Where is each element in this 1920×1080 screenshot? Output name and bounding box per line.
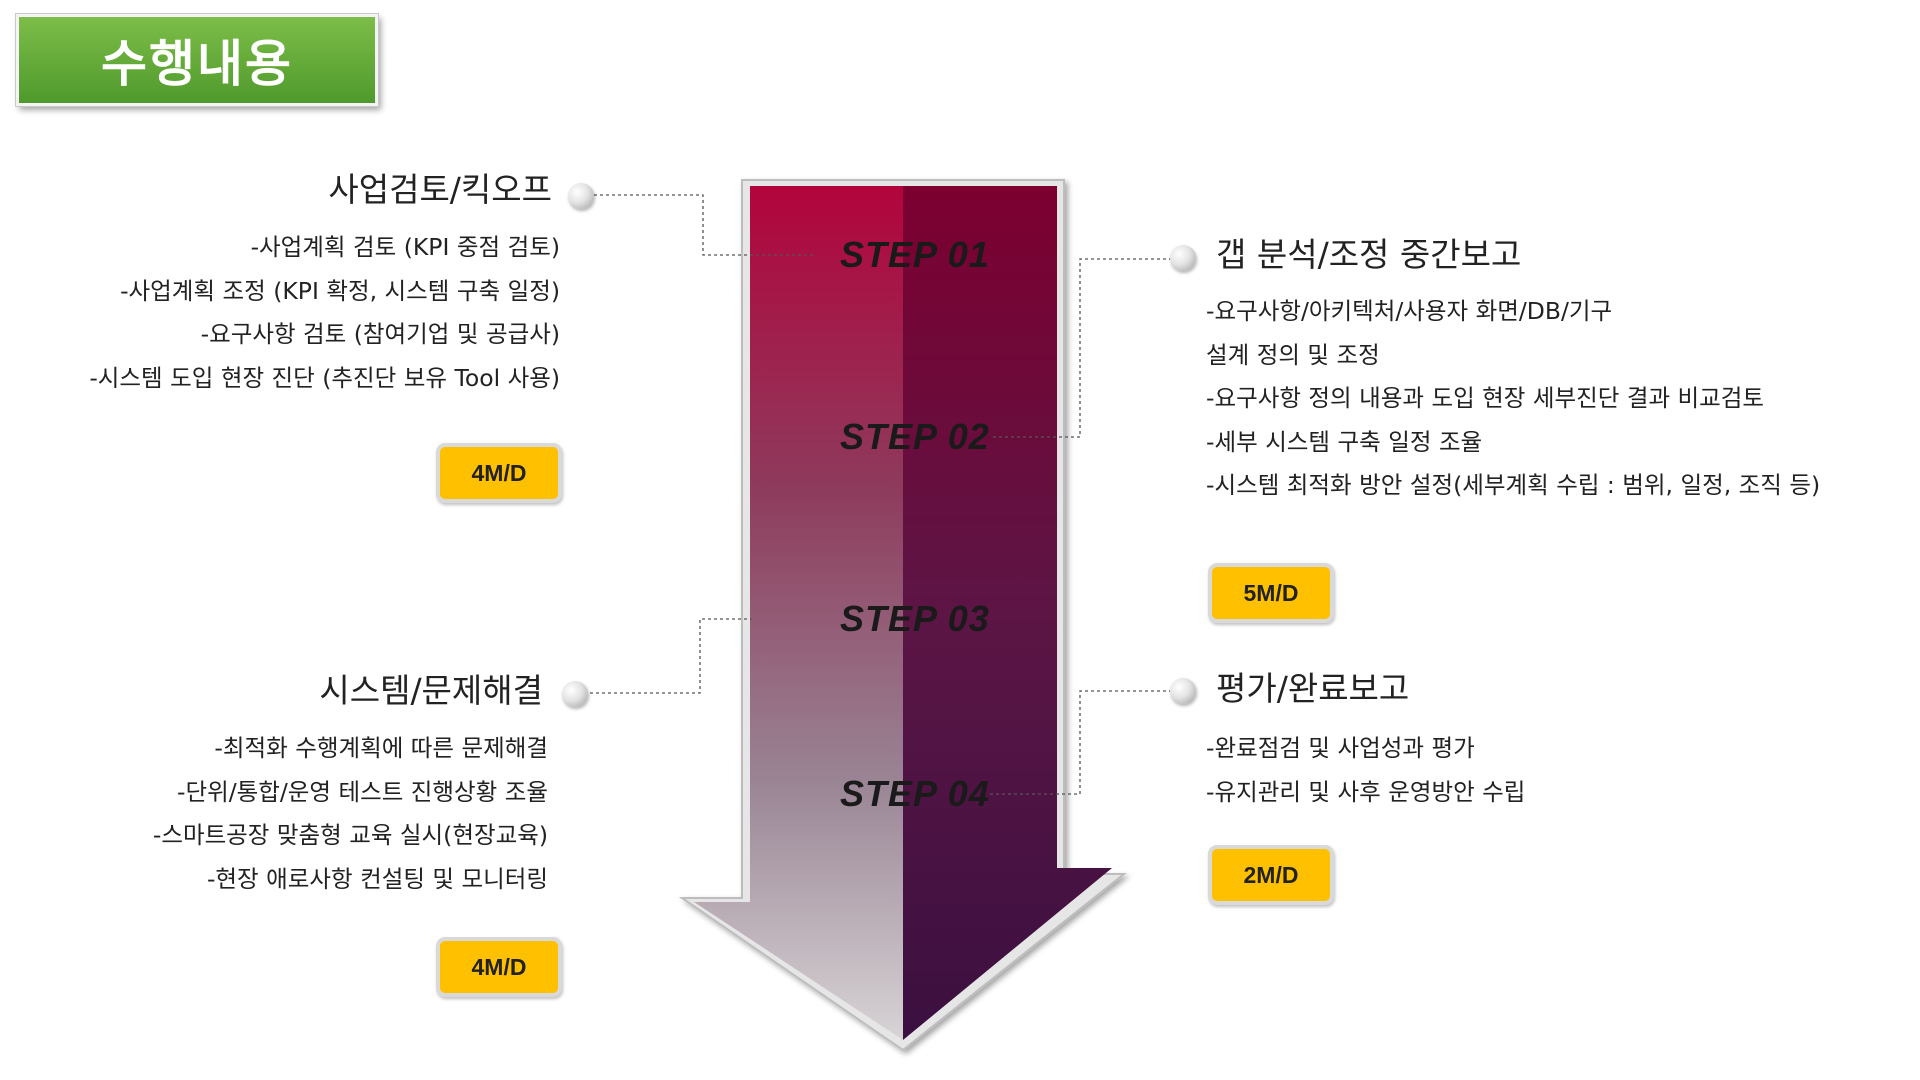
step-01-effort-badge: 4M/D: [436, 443, 562, 503]
step-02-title: 갭 분석/조정 중간보고: [1216, 235, 1522, 274]
step-04-effort-badge: 2M/D: [1208, 845, 1334, 905]
step-03-dot: [562, 681, 588, 707]
arrow-left-half: [694, 186, 903, 1040]
connector-step03: [584, 618, 752, 694]
step-04-item: -완료점검 및 사업성과 평가: [1206, 734, 1475, 762]
step-03-item: -최적화 수행계획에 따른 문제해결: [214, 734, 548, 762]
step-04-dot: [1170, 678, 1196, 704]
step-03-effort-badge: 4M/D: [436, 937, 562, 997]
step-01-dot: [568, 183, 594, 209]
step-02-items: -요구사항/아키텍처/사용자 화면/DB/기구 설계 정의 및 조정 -요구사항…: [1206, 290, 1820, 508]
step-02-dot: [1170, 245, 1196, 271]
step-02-item: 설계 정의 및 조정: [1206, 340, 1380, 369]
connector-step02: [990, 258, 1172, 438]
step-03-items: -최적화 수행계획에 따른 문제해결 -단위/통합/운영 테스트 진행상황 조율…: [153, 727, 548, 901]
step-01-items: -사업계획 검토 (KPI 중점 검토) -사업계획 조정 (KPI 확정, 시…: [89, 226, 560, 400]
step-01-title: 사업검토/킥오프: [328, 170, 552, 209]
connector-step04: [990, 690, 1172, 795]
connector-step01: [588, 194, 815, 256]
step-02-item: -요구사항 정의 내용과 도입 현장 세부진단 결과 비교검토: [1206, 384, 1765, 413]
step-01-label: STEP 01: [840, 234, 990, 275]
page-title: 수행내용: [16, 14, 378, 106]
step-03-label: STEP 03: [840, 598, 990, 639]
step-04-item: -유지관리 및 사후 운영방안 수립: [1206, 777, 1526, 806]
step-02-label: STEP 02: [840, 416, 990, 457]
step-03-item: -단위/통합/운영 테스트 진행상황 조율: [176, 777, 548, 806]
step-02-item: -시스템 최적화 방안 설정(세부계획 수립 : 범위, 일정, 조직 등): [1206, 471, 1821, 500]
step-01-item: -사업계획 검토 (KPI 중점 검토): [250, 233, 560, 261]
step-04-items: -완료점검 및 사업성과 평가 -유지관리 및 사후 운영방안 수립: [1206, 727, 1525, 814]
step-01-item: -시스템 도입 현장 진단 (추진단 보유 Tool 사용): [89, 363, 560, 392]
step-02-item: -요구사항/아키텍처/사용자 화면/DB/기구: [1206, 297, 1613, 325]
step-01-item: -요구사항 검토 (참여기업 및 공급사): [200, 320, 560, 349]
step-01-item: -사업계획 조정 (KPI 확정, 시스템 구축 일정): [120, 276, 560, 305]
arrow-right-half: [903, 186, 1112, 1040]
step-03-title: 시스템/문제해결: [319, 671, 543, 710]
step-04-label: STEP 04: [840, 773, 990, 814]
step-03-item: -현장 애로사항 컨설팅 및 모니터링: [206, 864, 548, 893]
step-02-effort-badge: 5M/D: [1208, 563, 1334, 623]
step-02-item: -세부 시스템 구축 일정 조율: [1206, 427, 1483, 456]
step-03-item: -스마트공장 맞춤형 교육 실시(현장교육): [152, 821, 548, 850]
step-04-title: 평가/완료보고: [1216, 669, 1410, 708]
